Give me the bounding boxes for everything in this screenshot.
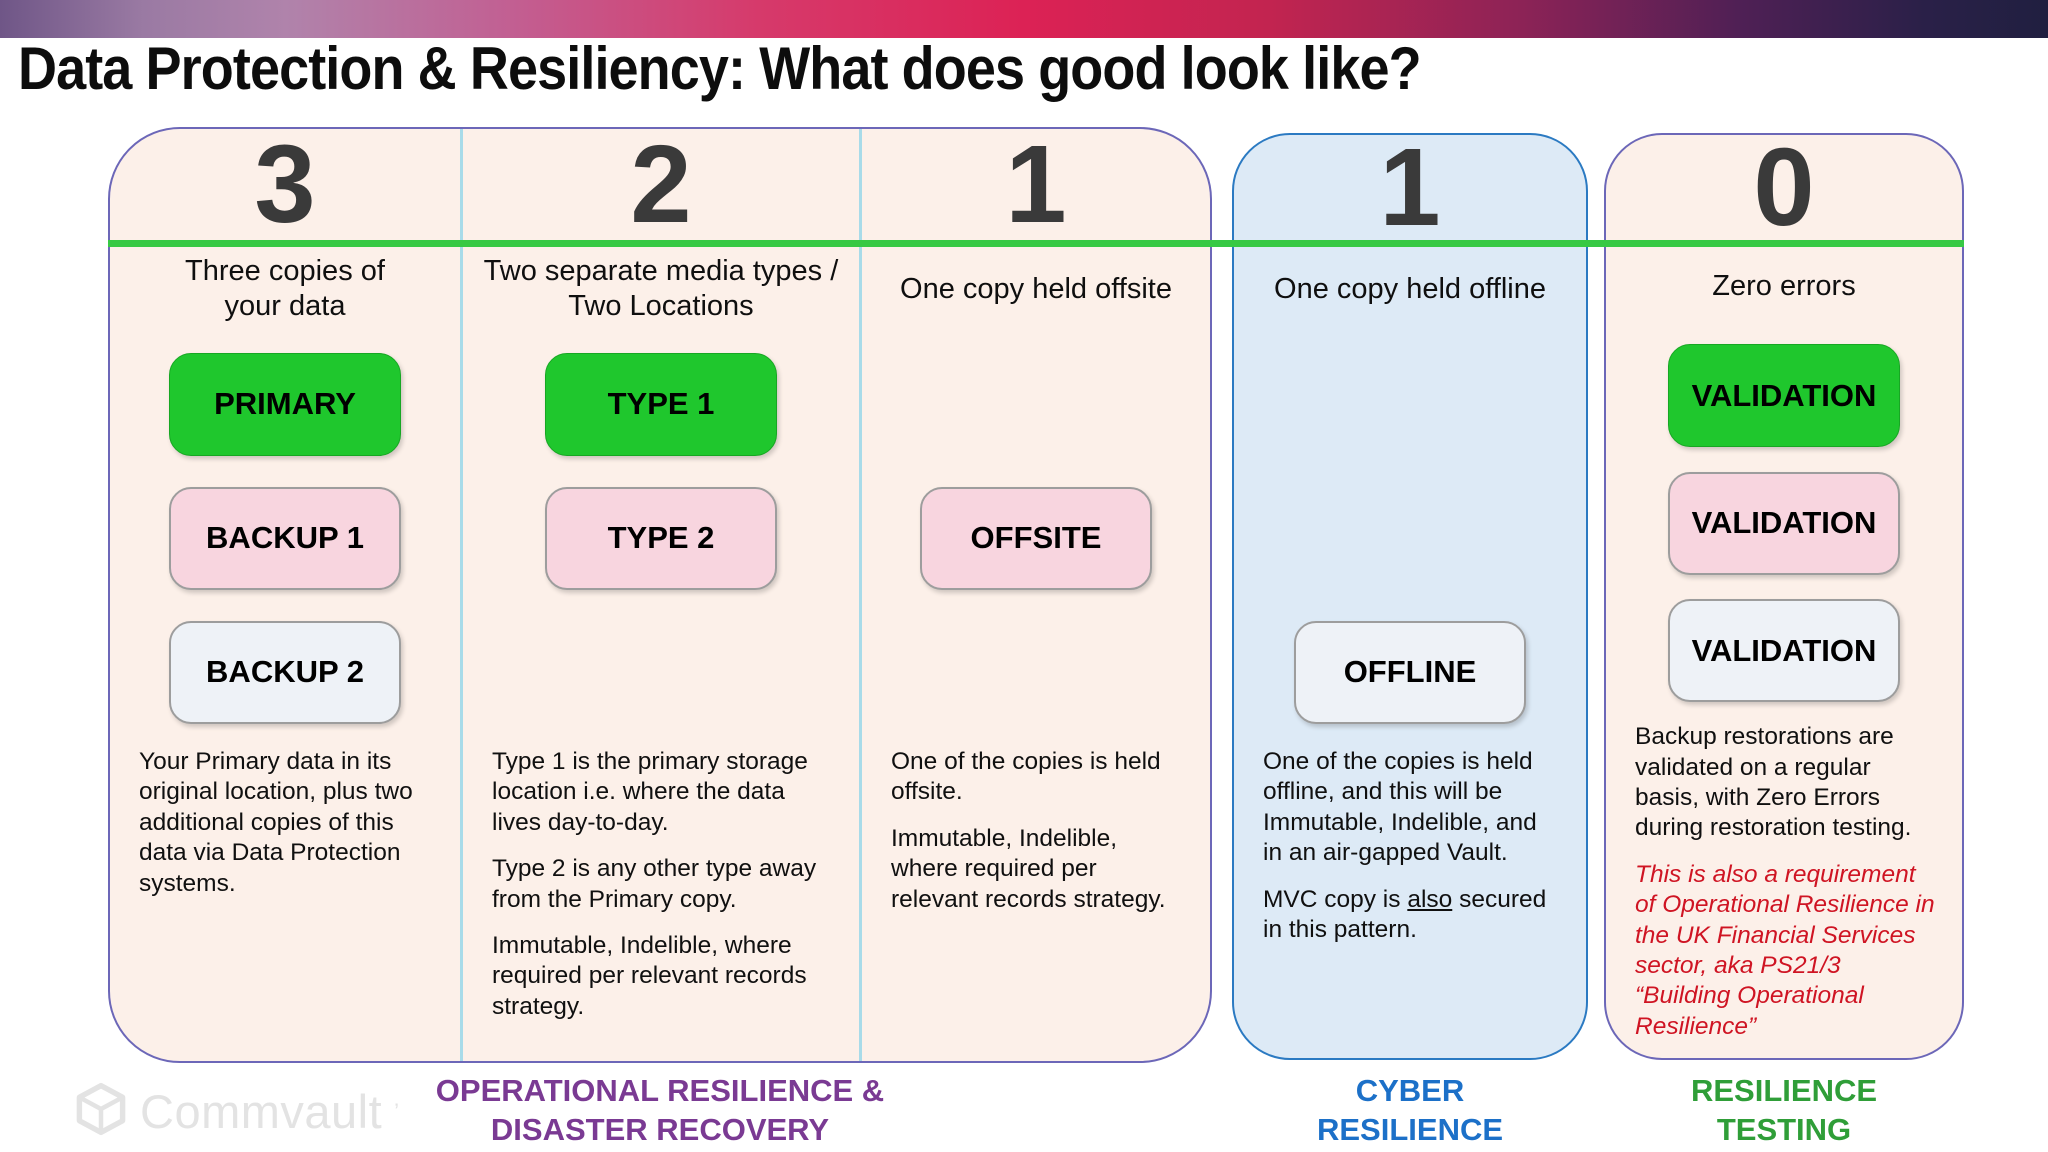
commvault-logo-text: Commvault [140,1085,383,1138]
description-paragraph: Backup restorations are validated on a r… [1635,723,1912,842]
box-slot-2: BACKUP 1 [110,471,460,605]
description-underlined-word: also [1407,885,1453,913]
column-description: One of the copies is held offsite. Immut… [862,739,1210,931]
validation-box-light: VALIDATION [1668,599,1900,703]
page-title: Data Protection & Resiliency: What does … [18,35,1422,102]
column-subtitle: Two separate media types / Two Locations [465,241,857,337]
panel-resilience-testing: 0 Zero errors VALIDATION VALIDATION VALI… [1604,133,1964,1060]
column-description: Type 1 is the primary storage location i… [463,739,859,1038]
box-slot-1-empty [1234,337,1586,471]
column-subtitle: One copy held offline [1274,241,1546,337]
description-paragraph: MVC copy is also secured in this pattern… [1263,885,1559,946]
validation-box-pink: VALIDATION [1668,471,1900,575]
box-slot-3-empty [862,605,1210,739]
footer-label-text: CYBER RESILIENCE [1316,1073,1504,1147]
validation-box-green: VALIDATION [1668,344,1900,448]
column-subtitle: One copy held offsite [900,241,1172,337]
box-slot-2: TYPE 2 [463,471,859,605]
footer-label-text: OPERATIONAL RESILIENCE & DISASTER RECOVE… [435,1073,885,1147]
box-slot-1-empty [862,337,1210,471]
description-paragraph: Type 1 is the primary storage location i… [492,748,808,836]
commvault-logo: Commvault ’ [74,1082,399,1141]
primary-box: PRIMARY [169,352,401,456]
commvault-cube-icon [74,1082,128,1141]
column-one-copy-offline: 1 One copy held offline OFFLINE One of t… [1234,126,1586,1058]
footer-label-resilience-testing: RESILIENCE TESTING [1604,1072,1964,1150]
column-subtitle-text: One copy held offsite [900,272,1172,305]
panel-cyber-resilience: 1 One copy held offline OFFLINE One of t… [1232,133,1588,1060]
column-subtitle-text: Zero errors [1712,270,1856,303]
description-text: MVC copy is [1263,885,1408,913]
column-number: 1 [1379,126,1441,249]
column-subtitle-text: One copy held offline [1274,272,1546,305]
column-number: 1 [1005,123,1067,246]
description-paragraph: Immutable, Indelible, where required per… [891,824,1166,913]
box-slot-3: BACKUP 2 [110,605,460,739]
green-divider-line [108,240,1964,247]
box-slot-3-empty [463,605,859,739]
description-red-note: This is also a requirement of Operationa… [1635,860,1935,1040]
column-three-copies: 3 Three copies of your data PRIMARY BACK… [110,129,460,1061]
column-number: 3 [254,123,316,246]
box-slot-2-empty [1234,471,1586,605]
offline-box: OFFLINE [1294,620,1526,724]
top-gradient-bar [0,0,2048,38]
column-number: 2 [630,123,692,246]
box-slot-1: PRIMARY [110,337,460,471]
column-subtitle-text: Three copies of your data [185,255,385,322]
box-slot-3: OFFLINE [1234,605,1586,739]
box-slot-3: VALIDATION [1606,587,1962,714]
column-description: One of the copies is held offline, and t… [1234,739,1586,961]
backup2-box: BACKUP 2 [169,620,401,724]
column-zero-errors: 0 Zero errors VALIDATION VALIDATION VALI… [1606,126,1962,1058]
box-slot-2: OFFSITE [862,471,1210,605]
description-paragraph: Your Primary data in its original locati… [139,748,413,897]
description-paragraph: One of the copies is held offline, and t… [1263,748,1537,867]
box-slot-1: TYPE 1 [463,337,859,471]
column-subtitle: Zero errors [1712,241,1855,332]
panel-operational-resilience: 3 Three copies of your data PRIMARY BACK… [108,127,1212,1063]
column-number: 0 [1753,126,1815,249]
column-description: Your Primary data in its original locati… [110,739,460,915]
column-subtitle-text: Two separate media types / Two Locations [483,255,839,322]
description-text: secured in this pattern. [1263,885,1547,943]
column-description: Backup restorations are validated on a r… [1606,714,1962,1058]
description-paragraph: Immutable, Indelible, where required per… [492,931,807,1020]
type1-box: TYPE 1 [545,352,777,456]
type2-box: TYPE 2 [545,486,777,590]
column-two-media-types: 2 Two separate media types / Two Locatio… [460,129,862,1061]
description-paragraph: One of the copies is held offsite. [891,748,1161,806]
column-one-copy-offsite: 1 One copy held offsite OFFSITE One of t… [862,129,1210,1061]
box-slot-1: VALIDATION [1606,332,1962,459]
description-paragraph: Type 2 is any other type away from the P… [492,855,817,913]
footer-label-operational-resilience: OPERATIONAL RESILIENCE & DISASTER RECOVE… [108,1072,1212,1150]
backup1-box: BACKUP 1 [169,486,401,590]
offsite-box: OFFSITE [920,486,1152,590]
commvault-logo-trademark: ’ [394,1098,400,1124]
footer-label-cyber-resilience: CYBER RESILIENCE [1232,1072,1588,1150]
column-subtitle: Three copies of your data [165,241,405,337]
footer-label-text: RESILIENCE TESTING [1690,1073,1878,1147]
box-slot-2: VALIDATION [1606,460,1962,587]
